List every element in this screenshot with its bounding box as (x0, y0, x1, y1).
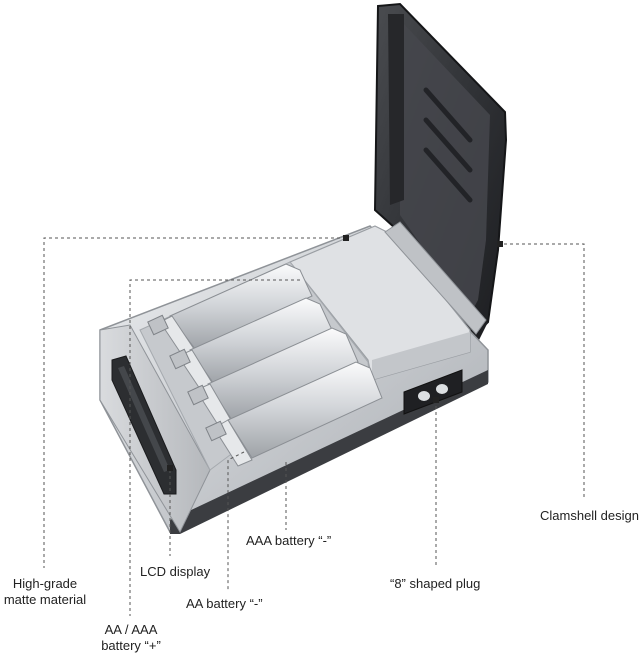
label-aa-minus: AA battery “-” (186, 596, 263, 611)
leader-high-grade (43, 237, 346, 568)
leader-markers (167, 235, 503, 471)
label-aaa-minus: AAA battery “-” (246, 533, 332, 548)
label-high-grade-line2: matte material (3, 592, 87, 607)
label-aa-aaa-plus-line2: battery “+” (101, 638, 161, 653)
figure-8-plug-socket (403, 369, 463, 415)
label-clamshell-design: Clamshell design (540, 508, 639, 523)
leader-aa-minus (227, 451, 245, 590)
label-high-grade: High-grade matte material (0, 576, 90, 608)
label-high-grade-line1: High-grade (12, 576, 78, 591)
label-lcd-display: LCD display (140, 564, 211, 579)
batteries (147, 263, 383, 467)
lcd-display (111, 355, 177, 495)
label-aa-aaa-plus: AA / AAA battery “+” (96, 622, 166, 654)
leader-aa-aaa-plus (129, 279, 300, 616)
label-aa-aaa-plus-line1: AA / AAA (104, 622, 158, 637)
leader-clamshell (498, 243, 585, 500)
battery-1 (159, 263, 313, 359)
label-figure-8-plug: “8” shaped plug (390, 576, 481, 591)
clamshell-lid (373, 2, 508, 342)
leader-lines (43, 237, 585, 616)
